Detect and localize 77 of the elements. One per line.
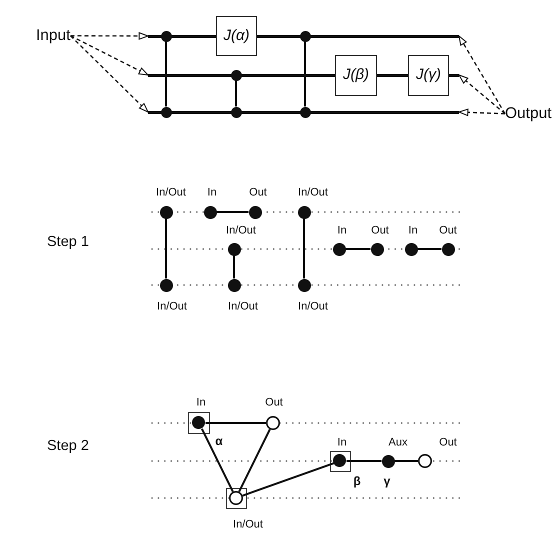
connector-line <box>238 428 271 492</box>
control-dot <box>298 30 312 42</box>
qubit-label: In <box>337 438 347 448</box>
control-dot <box>160 106 172 118</box>
io-label: Output <box>505 106 552 122</box>
connector-line <box>165 42 167 106</box>
connector-line <box>418 248 442 250</box>
connector-line <box>394 460 418 462</box>
qubit-label: Out <box>371 226 389 236</box>
qubit-wire <box>148 74 335 76</box>
qubit-label: Out <box>249 188 267 198</box>
qubit-label: Aux <box>388 438 408 448</box>
connector-line <box>235 80 237 106</box>
qubit-label: In/Out <box>228 302 258 312</box>
qubit-wire <box>257 34 459 38</box>
vertex-dot <box>404 242 418 256</box>
vertex-dot <box>332 242 346 256</box>
vertex-dot <box>226 242 242 256</box>
control-dot <box>160 30 172 42</box>
gate-box: J(β) <box>335 55 377 96</box>
step-label: Step 1 <box>47 234 89 250</box>
vertex-circle <box>417 453 433 469</box>
dashed-arrow <box>70 35 148 112</box>
vertex-circle <box>265 415 281 431</box>
qubit-label: In/Out <box>157 302 187 312</box>
connector-line <box>233 256 235 278</box>
qubit-label: Out <box>439 226 457 236</box>
io-label: Input <box>36 28 70 44</box>
qubit-wire <box>449 74 459 76</box>
connector-line <box>346 248 370 250</box>
qubit-label: In/Out <box>298 302 328 312</box>
connector-line <box>206 422 266 424</box>
qubit-label: In <box>207 188 217 198</box>
dashed-arrow <box>458 36 506 114</box>
control-dot <box>298 106 312 118</box>
qubit-label: Out <box>439 438 457 448</box>
vertex-dot <box>191 415 206 430</box>
gate-box: J(γ) <box>408 55 449 96</box>
dashed-arrow <box>70 32 148 40</box>
vertex-dot <box>202 204 218 220</box>
vertex-dot <box>296 278 312 292</box>
connector-line <box>200 428 234 492</box>
angle-label: β <box>353 475 361 487</box>
vertex-dot <box>380 454 396 468</box>
vertex-dot <box>248 204 262 220</box>
qubit-label: In/Out <box>298 188 328 198</box>
qubit-label: Out <box>265 398 283 408</box>
gate-box: J(α) <box>216 16 257 56</box>
connector-line <box>346 460 382 462</box>
qubit-label: In/Out <box>156 188 186 198</box>
control-dot <box>230 68 242 82</box>
vertex-dot <box>226 278 242 292</box>
vertex-dot <box>296 204 312 220</box>
vertex-dot <box>370 242 384 256</box>
connector-line <box>304 42 306 106</box>
qubit-label: In/Out <box>233 520 263 530</box>
control-dot <box>230 106 242 118</box>
qubit-label: In <box>408 226 418 236</box>
vertex-dot <box>440 242 456 256</box>
square-frame <box>188 412 210 434</box>
dashed-arrow <box>70 35 148 76</box>
vertex-dot <box>158 278 174 292</box>
angle-label: α <box>215 435 223 447</box>
connector-line <box>165 218 167 278</box>
qubit-wire <box>377 74 408 76</box>
connector-line <box>303 218 305 278</box>
qubit-label: In <box>337 226 347 236</box>
vertex-dot <box>158 204 174 220</box>
dashed-arrow <box>458 108 506 116</box>
connector-line <box>242 462 334 497</box>
qubit-label: In <box>196 398 206 408</box>
connector-line <box>216 211 248 213</box>
angle-label: γ <box>384 475 390 487</box>
step-label: Step 2 <box>47 438 89 454</box>
qubit-wire <box>148 110 459 114</box>
dashed-arrow <box>458 74 506 114</box>
qubit-label: In/Out <box>226 226 256 236</box>
